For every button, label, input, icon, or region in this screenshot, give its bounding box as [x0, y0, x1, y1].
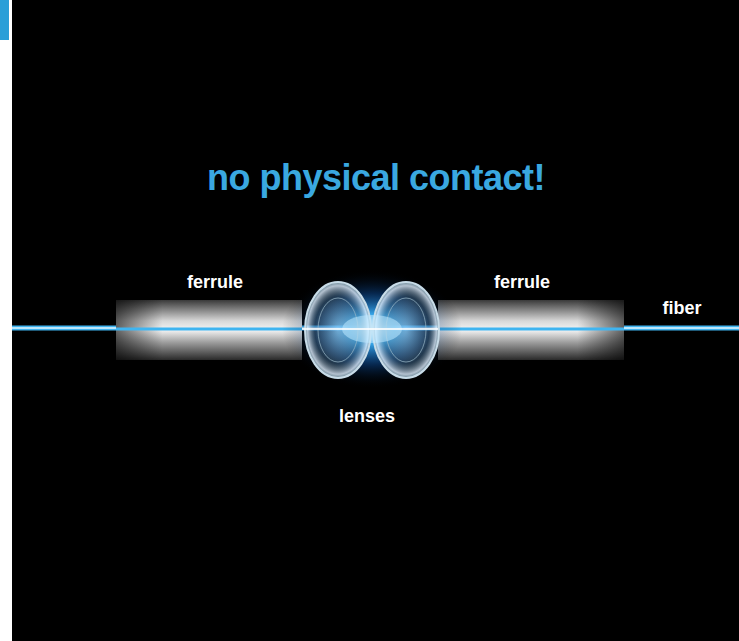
ferrule-body — [116, 300, 302, 360]
part-label: ferrule — [494, 272, 550, 293]
light-glow — [282, 269, 462, 389]
ferrule-shade — [116, 300, 302, 360]
background — [12, 0, 739, 641]
part-label: fiber — [662, 298, 701, 319]
corner-tab — [0, 0, 9, 40]
fiber-in-ferrule — [438, 328, 624, 331]
part-label: lenses — [339, 406, 395, 427]
light-beam — [302, 328, 438, 330]
ferrule-shade — [438, 300, 624, 360]
part-label: ferrule — [187, 272, 243, 293]
title: no physical contact! — [207, 157, 545, 199]
ferrule-body — [438, 300, 624, 360]
fiber-in-ferrule — [116, 328, 302, 331]
